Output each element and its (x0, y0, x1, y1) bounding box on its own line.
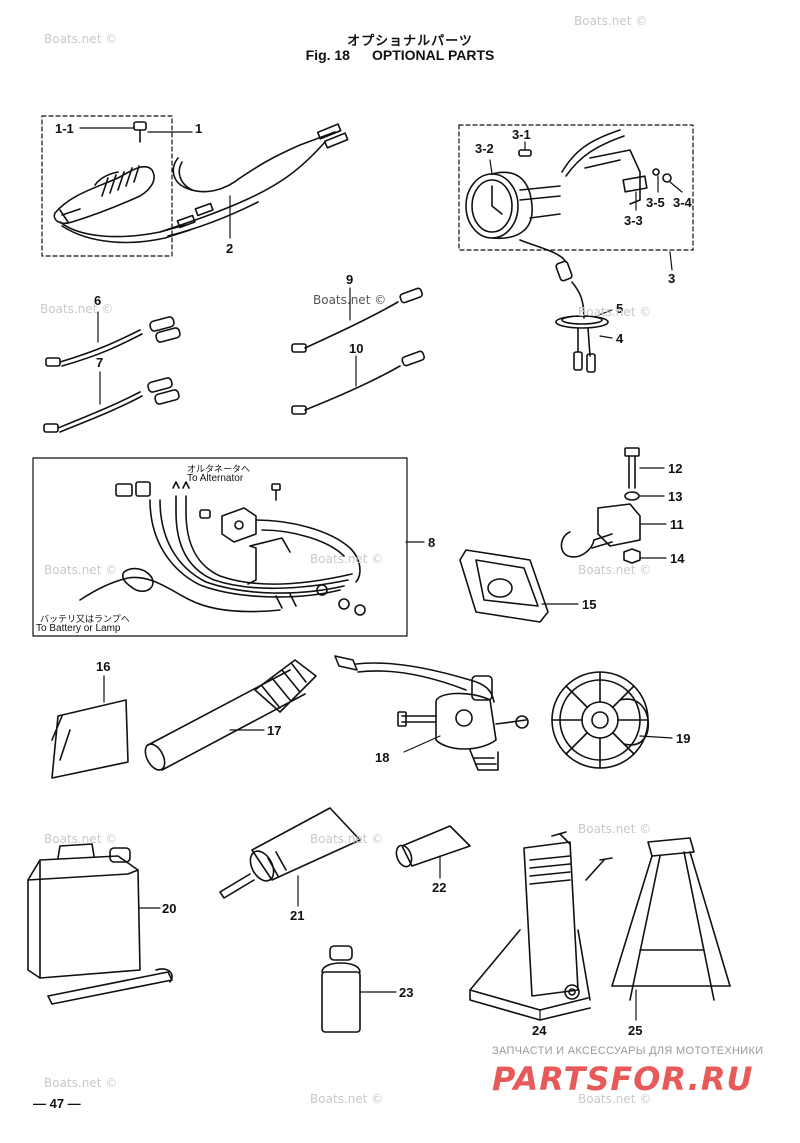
watermark: Boats.net © (40, 302, 114, 316)
part-8-rectifier-harness (32, 457, 408, 637)
callout-9: 9 (346, 272, 354, 287)
callout-23: 23 (399, 985, 414, 1000)
callout-13: 13 (668, 489, 683, 504)
callout-14: 14 (670, 551, 685, 566)
callout-21: 21 (290, 908, 305, 923)
title-japanese: オプショナルパーツ (347, 33, 473, 48)
part-21-grease-tube (219, 807, 361, 899)
callout-22: 22 (432, 880, 447, 895)
part-16-sheet (51, 699, 129, 779)
callout-11: 11 (670, 517, 684, 532)
part-24-motor-cart (469, 831, 613, 1021)
part-15-cover-plate (459, 549, 549, 623)
figure-number: Fig. 18 (305, 47, 350, 63)
callout-20: 20 (162, 901, 177, 916)
callout-15: 15 (582, 597, 597, 612)
watermark: Boats.net © (578, 822, 652, 836)
part-22-small-tube (395, 825, 471, 868)
callout-8: 8 (428, 535, 436, 550)
callout-5: 5 (616, 301, 624, 316)
part-6-cord (45, 316, 181, 367)
part-1-lighting-coil (41, 115, 191, 257)
watermark: Boats.net © (310, 832, 384, 846)
watermark: Boats.net © (578, 1092, 652, 1106)
part-9-cord (291, 287, 424, 353)
watermark: Boats.net © (44, 832, 118, 846)
watermark: Boats.net © (574, 14, 648, 28)
watermark: Boats.net © (44, 32, 118, 46)
page-number: — 47 — (33, 1096, 81, 1111)
watermark: Boats.net © (310, 1092, 384, 1106)
part-19-ring-cover (551, 671, 649, 769)
callout-19: 19 (676, 731, 691, 746)
note-battery-en: To Battery or Lamp (36, 623, 121, 634)
part-23-oil-can (321, 945, 361, 1033)
callout-3-1: 3-1 (512, 127, 531, 142)
callout-4: 4 (616, 331, 624, 346)
partsfor-logo: PARTSFOR.RU (492, 1060, 754, 1098)
part-5-4-harness (519, 239, 609, 373)
figure-caption: OPTIONAL PARTS (371, 47, 495, 63)
footer-tagline: ЗАПЧАСТИ И АКСЕССУАРЫ ДЛЯ МОТОТЕХНИКИ (492, 1045, 764, 1057)
callout-3: 3 (668, 271, 676, 286)
callout-16: 16 (96, 659, 111, 674)
watermark: Boats.net © (44, 563, 118, 577)
callout-3-3: 3-3 (624, 213, 643, 228)
watermark: Boats.net © (44, 1076, 118, 1090)
leader-lines (79, 127, 683, 1021)
callout-17: 17 (267, 723, 282, 738)
callout-25: 25 (628, 1023, 643, 1038)
callout-1: 1 (195, 121, 203, 136)
note-alternator-jp: オルタネータへ (187, 464, 251, 474)
callout-3-4: 3-4 (673, 195, 692, 210)
part-2-cord (159, 123, 349, 237)
callout-7: 7 (96, 355, 104, 370)
note-battery-jp: バッテリ又はランプへ (40, 614, 130, 624)
part-7-cord (43, 377, 180, 433)
watermark: Boats.net © (313, 293, 387, 307)
part-18-fuel-joint (334, 655, 529, 771)
watermark: Boats.net © (310, 552, 384, 566)
callout-1-1: 1-1 (55, 121, 74, 136)
part-11-bracket (560, 503, 641, 558)
watermark: Boats.net © (578, 305, 652, 319)
callout-3-5: 3-5 (646, 195, 665, 210)
callout-18: 18 (375, 750, 390, 765)
callout-2: 2 (226, 241, 234, 256)
part-14-nut (623, 548, 641, 564)
part-12-bolt (624, 447, 640, 489)
watermark: Boats.net © (578, 563, 652, 577)
callout-10: 10 (349, 341, 364, 356)
part-10-cord (291, 350, 426, 415)
callout-6: 6 (94, 293, 102, 308)
part-25-motor-stand (611, 837, 731, 1001)
note-alternator-en: To Alternator (187, 473, 244, 484)
part-13-washer (624, 491, 640, 501)
callout-12: 12 (668, 461, 683, 476)
figure-title: Fig. 18 OPTIONAL PARTS (0, 47, 800, 63)
part-17-grip-tube (144, 659, 317, 771)
part-20-fuel-tank (27, 843, 173, 1005)
callout-24: 24 (532, 1023, 547, 1038)
callout-3-2: 3-2 (475, 141, 494, 156)
